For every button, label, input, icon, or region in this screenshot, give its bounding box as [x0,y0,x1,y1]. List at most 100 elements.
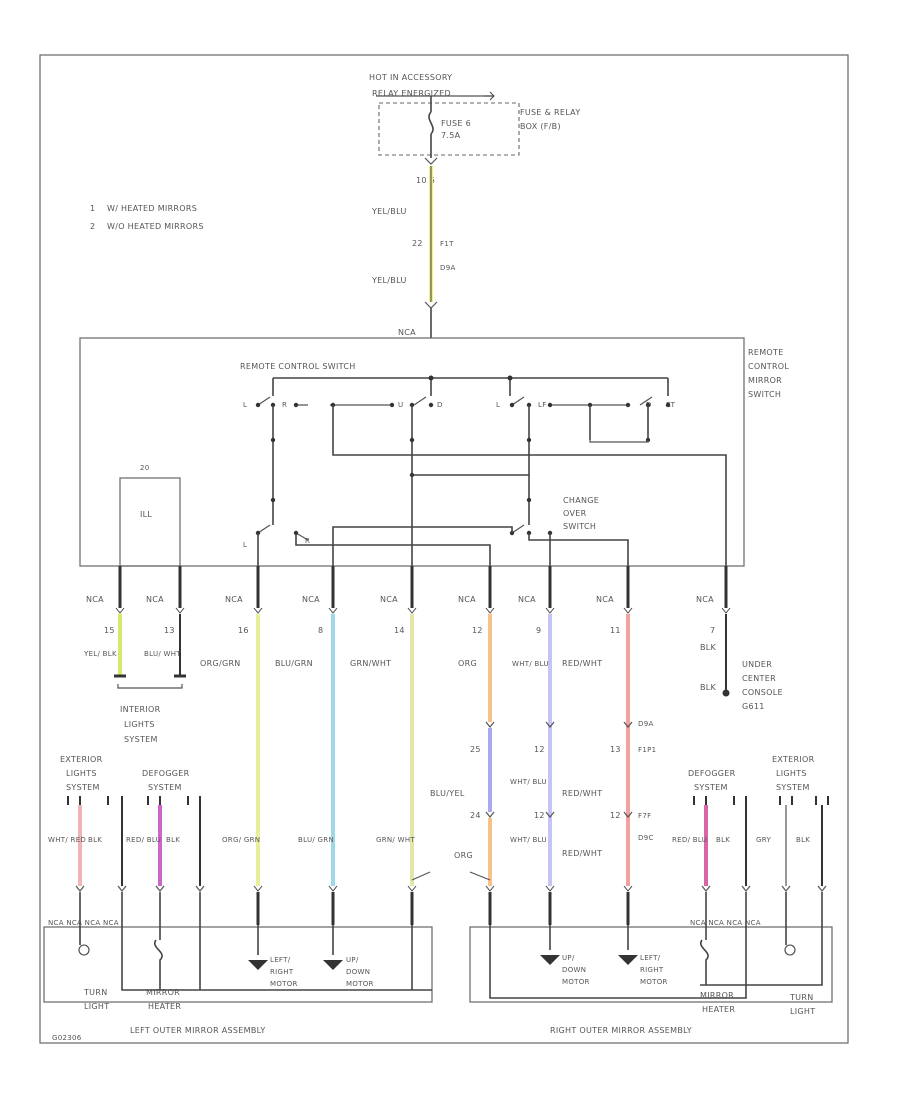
nca-9: NCA [696,595,714,604]
diagram-code: G02306 [52,1034,82,1042]
switch-label-1: REMOTE [748,348,784,357]
diode-switch-marks [411,871,491,881]
w-blk1-right: BLK [716,836,730,844]
left-motor2-3: MOTOR [346,980,374,988]
wire-label-blu-yel: BLU/YEL [430,789,465,798]
feed-conn-ref: D9A [440,264,456,272]
left-motor1-2: RIGHT [270,968,294,976]
right-outer-mirror-assembly-box [469,926,833,1003]
right-assembly-label: RIGHT OUTER MIRROR ASSEMBLY [550,1026,692,1035]
change-over-outputs [257,475,629,566]
right-ext-2: LIGHTS [776,769,807,778]
feed-connector-pin [424,301,438,309]
legend-item-1-text: W/ HEATED MIRRORS [107,204,197,213]
left-motor1-3: MOTOR [270,980,298,988]
right-nca-row: NCA NCA NCA NCA [690,919,761,927]
hot-label-1: HOT IN ACCESSORY [369,73,452,82]
fuse-6-symbol [428,111,434,135]
wire-label-wht-blu-3: WHT/ BLU [510,836,547,844]
bus-junction-1 [428,375,434,381]
splice-f7f: F7F [638,812,651,820]
feed-splice: 22 [412,239,423,248]
right-motor-symbols [540,955,638,965]
ground-label-4: G611 [742,702,765,711]
connector-pins [115,607,731,614]
pos-lf: LF [538,401,547,409]
right-motor2-3: MOTOR [640,978,668,986]
w-gry-right: GRY [756,836,771,844]
switch-bus-drops [272,378,669,396]
splice-12c: 12 [610,811,621,820]
nca-1: NCA [86,595,104,604]
left-ext-2: LIGHTS [66,769,97,778]
fuse-box-outline [378,102,520,156]
right-def-1: DEFOGGER [688,769,736,778]
switch-label-4: SWITCH [748,390,781,399]
interior-lights-2: LIGHTS [124,720,155,729]
left-motor-leads [257,925,413,990]
ground-label-3: CONSOLE [742,688,783,697]
mid-connectors [485,721,633,818]
pin-16: 16 [238,626,249,635]
switch-label-3: MIRROR [748,376,782,385]
right-turn-2: LIGHT [790,1007,815,1016]
switch-internal-verticals [272,405,649,440]
wire-label-org-grn: ORG/GRN [200,659,241,668]
right-motor2-1: LEFT/ [640,954,661,962]
wire-label-yel-blk: YEL/ BLK [83,650,117,658]
ground-label-2: CENTER [742,674,776,683]
mirror-heater-right-symbol [699,939,709,985]
left-nca-row: NCA NCA NCA NCA [48,919,119,927]
right-motor1-2: DOWN [562,966,586,974]
left-motor2-2: DOWN [346,968,370,976]
nca-2: NCA [146,595,164,604]
right-system-pins [693,796,829,805]
right-motor1-1: UP/ [562,954,575,962]
splice-24: 24 [470,811,481,820]
wire-label-grn-wht: GRN/WHT [350,659,391,668]
co-pos-r: R [305,537,310,545]
connector-stubs [118,566,728,608]
legend-item-1-num: 1 [90,204,95,213]
pin-14: 14 [394,626,405,635]
splice-d9a: D9A [638,720,654,728]
illumination-box [119,477,181,567]
nca-7: NCA [518,595,536,604]
right-heater-1: MIRROR [700,991,734,1000]
lower-connector-pins [253,885,633,892]
fuse-label: FUSE 6 [441,119,471,128]
feed-wire-1-label: YEL/BLU [371,207,407,216]
feed-splice-ref: F1T [440,240,454,248]
fuse-connector-pin [424,157,438,165]
switch-label-2: CONTROL [748,362,789,371]
right-turn-1: TURN [789,993,814,1002]
fuse-box-label-1: FUSE & RELAY [520,108,581,117]
lower-connector-stubs [256,892,630,925]
left-def-2: SYSTEM [148,783,182,792]
ill-pin: 20 [140,464,150,472]
left-system-pins [67,796,201,805]
pin-12: 12 [472,626,483,635]
ground-point [722,689,730,697]
wire-label-blu-grn-2: BLU/ GRN [298,836,334,844]
pin-15: 15 [104,626,115,635]
wire-label-blu-wht: BLU/ WHT [144,650,181,658]
pos-rt: RT [666,401,676,409]
right-motor1-3: MOTOR [562,978,590,986]
wire-label-red-wht-2: RED/WHT [562,789,602,798]
wire-label-grn-wht-2: GRN/ WHT [376,836,415,844]
nca-4: NCA [302,595,320,604]
left-turn-1: TURN [83,988,108,997]
interior-lights-1: INTERIOR [120,705,161,714]
w-wht-red-left: WHT/ RED [48,836,86,844]
pin-11: 11 [610,626,621,635]
splice-25: 25 [470,745,481,754]
right-ext-1: EXTERIOR [772,755,815,764]
hot-arrow [484,91,495,101]
splice-12a: 12 [534,745,545,754]
fuse-rating: 7.5A [441,131,461,140]
change-over-contacts [257,524,525,541]
w-red-blu-left: RED/ BLU [126,836,161,844]
left-def-1: DEFOGGER [142,769,190,778]
